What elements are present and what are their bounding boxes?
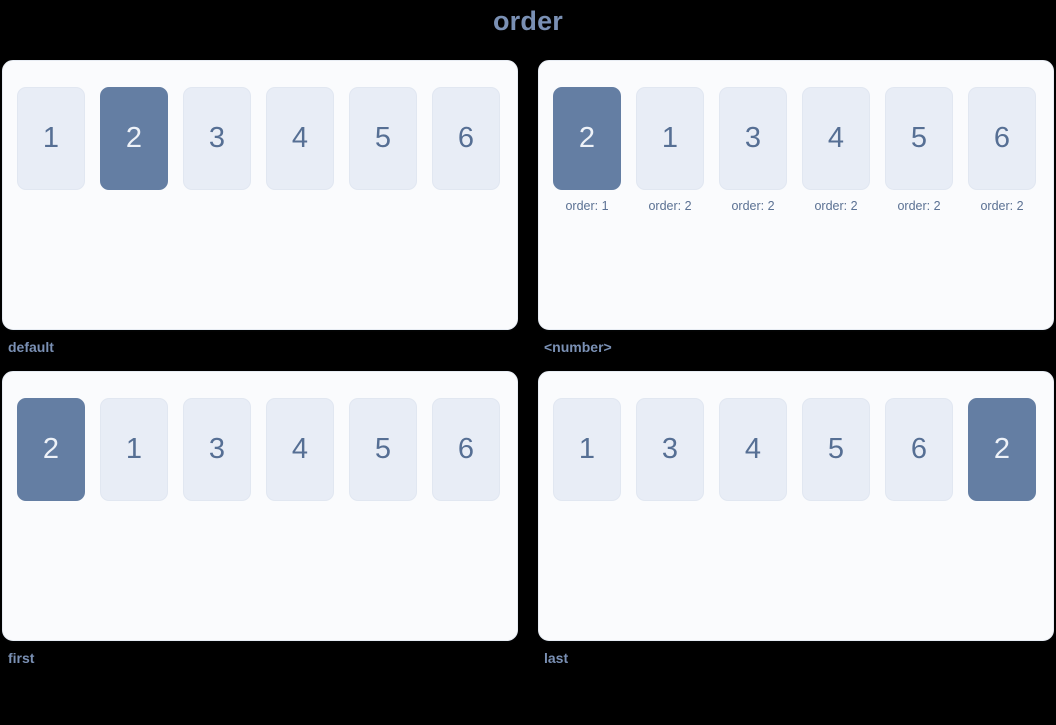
flex-item-box[interactable]: 5 [349, 87, 417, 190]
flex-item: 1 [100, 398, 168, 501]
item-list-number: 2 order: 1 1 order: 2 3 order: 2 4 order: 2 5 ord… [553, 87, 1053, 214]
flex-item-box[interactable]: 3 [183, 398, 251, 501]
flex-item: 1 order: 2 [636, 87, 704, 214]
flex-item-box[interactable]: 3 [636, 398, 704, 501]
flex-item: 2 [968, 398, 1036, 501]
flex-item-box[interactable]: 6 [432, 87, 500, 190]
panel-caption-first: first [8, 650, 35, 666]
flex-item-box[interactable]: 6 [968, 87, 1036, 190]
flex-item-box[interactable]: 6 [432, 398, 500, 501]
flex-item: 4 [719, 398, 787, 501]
flex-item: 3 order: 2 [719, 87, 787, 214]
flex-item-box[interactable]: 5 [885, 87, 953, 190]
flex-item: 6 [885, 398, 953, 501]
flex-item-box[interactable]: 1 [100, 398, 168, 501]
panel-number: 2 order: 1 1 order: 2 3 order: 2 4 order: 2 5 ord… [538, 60, 1054, 330]
flex-item-order-label: order: 2 [980, 199, 1024, 213]
flex-item: 6 [432, 87, 500, 190]
flex-item: 5 order: 2 [885, 87, 953, 214]
flex-item-box[interactable]: 4 [266, 398, 334, 501]
panel-caption-default: default [8, 339, 54, 355]
flex-item-order-label: order: 2 [731, 199, 775, 213]
flex-item-box[interactable]: 5 [349, 398, 417, 501]
flex-item-box[interactable]: 6 [885, 398, 953, 501]
flex-item: 4 [266, 87, 334, 190]
flex-item-box-highlighted[interactable]: 2 [100, 87, 168, 190]
flex-item: 5 [802, 398, 870, 501]
flex-item-box[interactable]: 4 [802, 87, 870, 190]
flex-item: 6 order: 2 [968, 87, 1036, 214]
flex-item-order-label: order: 1 [565, 199, 609, 213]
flex-item-box[interactable]: 3 [719, 87, 787, 190]
flex-item-box[interactable]: 5 [802, 398, 870, 501]
flex-item-order-label: order: 2 [648, 199, 692, 213]
page-title: order [492, 6, 564, 36]
flex-item: 2 [17, 398, 85, 501]
flex-item: 5 [349, 398, 417, 501]
panel-caption-last: last [544, 650, 569, 666]
flex-item: 4 order: 2 [802, 87, 870, 214]
flex-item: 4 [266, 398, 334, 501]
flex-item-box[interactable]: 1 [553, 398, 621, 501]
flex-item: 3 [183, 87, 251, 190]
flex-item-order-label: order: 2 [897, 199, 941, 213]
panel-caption-number: <number> [544, 339, 612, 355]
flex-item: 3 [636, 398, 704, 501]
flex-item-box[interactable]: 4 [266, 87, 334, 190]
flex-item-box[interactable]: 1 [636, 87, 704, 190]
demo-cell-number: 2 order: 1 1 order: 2 3 order: 2 4 order: 2 5 ord… [538, 60, 1054, 356]
flex-item-box[interactable]: 1 [17, 87, 85, 190]
flex-item: 3 [183, 398, 251, 501]
flex-item: 5 [349, 87, 417, 190]
flex-item-order-label: order: 2 [814, 199, 858, 213]
flex-item: 6 [432, 398, 500, 501]
flex-item: 2 [100, 87, 168, 190]
flex-item-box-highlighted[interactable]: 2 [968, 398, 1036, 501]
flex-item-box-highlighted[interactable]: 2 [553, 87, 621, 190]
flex-item: 1 [17, 87, 85, 190]
flex-item-box-highlighted[interactable]: 2 [17, 398, 85, 501]
flex-item-box[interactable]: 4 [719, 398, 787, 501]
flex-item-box[interactable]: 3 [183, 87, 251, 190]
flex-item: 2 order: 1 [553, 87, 621, 214]
flex-item: 1 [553, 398, 621, 501]
